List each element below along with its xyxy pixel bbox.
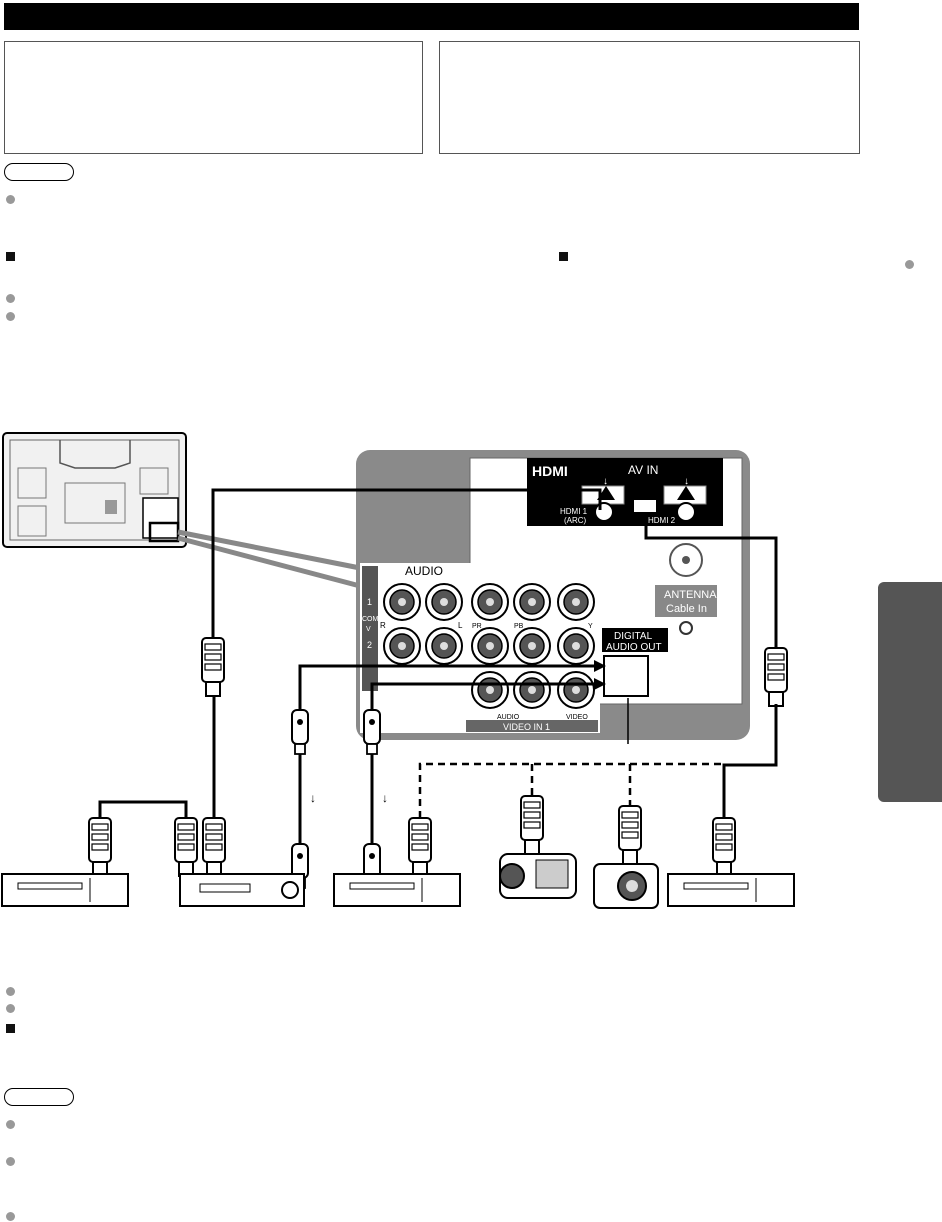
device-camcorder [499,853,577,899]
bullet [6,195,15,204]
cable-in-label: Cable In [666,603,707,615]
hdmi1-arrow: ↓ [603,476,608,487]
tv-back-illustration [2,432,187,548]
hdmi-bridge-cable [98,800,188,828]
optical-cable-2 [370,682,600,848]
device-digital-camera [593,863,659,909]
terminal-panel: HDMI AV IN ↓ ↓ HDMI 1 (ARC) HDMI 2 ANTEN… [356,450,750,740]
bullet [905,260,914,269]
down-arrow-2: ↓ [382,791,388,805]
y-label: Y [588,623,593,630]
device-recorder-2 [333,873,461,907]
bullet [6,1157,15,1166]
bullet [6,1212,15,1221]
hdmi2-arrow: ↓ [684,476,689,487]
l-label: L [458,621,463,630]
video-small-label: VIDEO [566,714,588,721]
video-in-1-label: VIDEO IN 1 [503,722,550,732]
row1-label: 1 [367,597,372,607]
bullet [6,1120,15,1129]
device-recorder-1 [1,873,129,907]
bullet [6,1004,15,1013]
r-label: R [380,621,386,630]
note-pill [4,1088,74,1106]
audio-label: AUDIO [405,564,443,578]
section-marker [559,252,568,261]
section-marker [6,252,15,261]
hdmi-logo: HDMI [532,463,568,479]
digital-label: DIGITAL [614,631,653,642]
down-arrow-1: ↓ [310,791,316,805]
antenna-label: ANTENNA [664,589,717,601]
dashed-connection [418,762,724,818]
section-marker [6,1024,15,1033]
side-tab [878,582,942,802]
audio-small-label: AUDIO [497,714,520,721]
device-recorder-3 [667,873,795,907]
connection-diagram: HDMI AV IN ↓ ↓ HDMI 1 (ARC) HDMI 2 ANTEN… [1,432,795,909]
av-label: V [366,626,371,633]
optical-cable-1 [298,664,600,848]
bullet [6,312,15,321]
hdmi1-arc-label: (ARC) [564,516,587,525]
bullet [6,987,15,996]
info-box-right [439,41,860,154]
pr-label: PR [472,623,482,630]
device-av-receiver [179,873,305,907]
bullet [6,294,15,303]
hdmi1-label: HDMI 1 [560,507,588,516]
pb-label: PB [514,623,524,630]
component-label: COMPONENT [362,616,408,623]
note-pill [4,163,74,181]
hdmi-cable-2 [644,524,778,648]
hdmi2-label: HDMI 2 [648,516,676,525]
zoom-callout [177,529,361,589]
section-title-bar [4,3,859,30]
row2-label: 2 [367,640,372,650]
info-box-left [4,41,423,154]
audio-out-label: AUDIO OUT [606,642,662,653]
av-in-label: AV IN [628,463,658,477]
